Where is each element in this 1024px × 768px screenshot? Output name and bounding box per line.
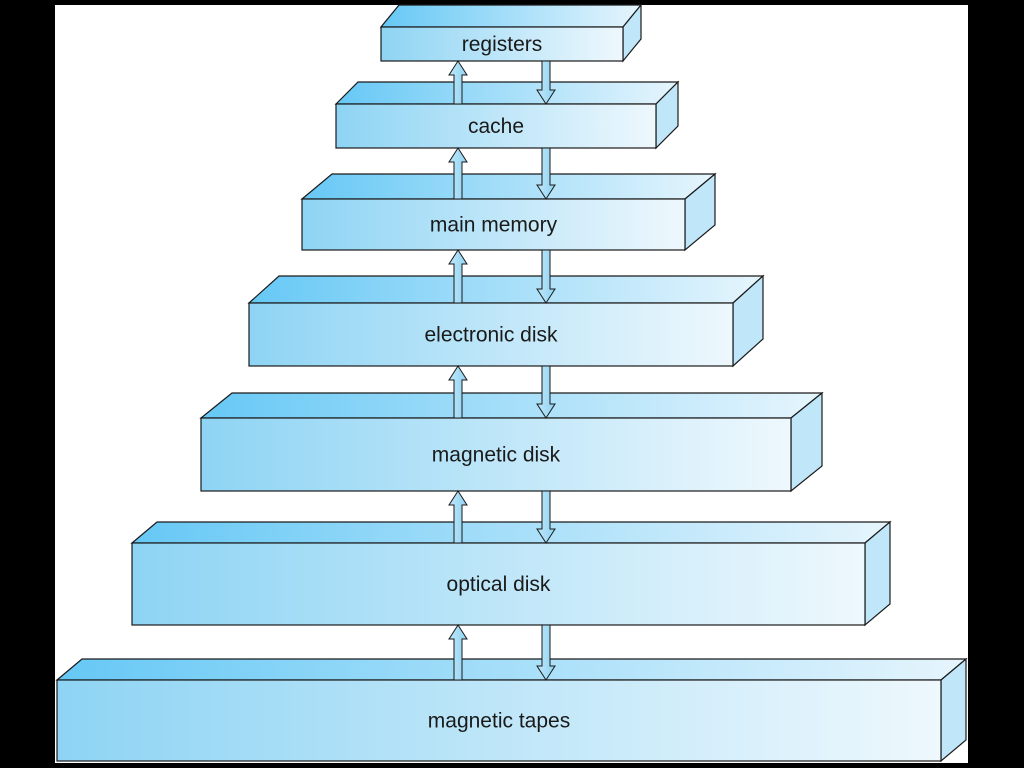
up-arrow-4 <box>448 365 468 419</box>
level-box-front <box>301 198 686 251</box>
level-box-front <box>380 26 624 62</box>
level-box-3: main memory <box>300 172 717 252</box>
level-label-1: registers <box>462 33 543 56</box>
level-box-front <box>56 679 942 762</box>
up-arrow-5 <box>448 490 468 544</box>
level-label-7: magnetic tapes <box>428 710 570 733</box>
level-box-top <box>199 392 824 419</box>
level-box-4: electronic disk <box>247 274 765 368</box>
level-label-2: cache <box>468 115 524 138</box>
up-arrow-3 <box>448 249 468 304</box>
level-box-front <box>335 103 657 149</box>
down-arrow-5 <box>536 490 556 544</box>
up-arrow-1 <box>448 60 468 105</box>
level-box-7: magnetic tapes <box>55 657 968 763</box>
level-box-top <box>379 4 643 28</box>
level-box-6: optical disk <box>130 520 892 627</box>
down-arrow-3 <box>536 249 556 304</box>
level-box-2: cache <box>334 80 680 150</box>
down-arrow-1 <box>536 60 556 105</box>
level-box-front <box>248 302 734 367</box>
down-arrow-2 <box>536 147 556 200</box>
down-arrow-6 <box>536 624 556 681</box>
level-box-top <box>247 275 765 304</box>
level-box-top <box>55 658 968 681</box>
level-box-1: registers <box>379 3 643 63</box>
level-label-6: optical disk <box>447 573 551 596</box>
level-label-4: electronic disk <box>424 324 558 347</box>
level-label-5: magnetic disk <box>432 444 561 467</box>
level-box-front <box>131 542 866 626</box>
level-box-5: magnetic disk <box>199 391 824 493</box>
level-label-3: main memory <box>430 214 558 237</box>
down-arrow-4 <box>536 365 556 419</box>
level-box-top <box>130 521 892 544</box>
level-box-front <box>200 417 792 492</box>
up-arrow-2 <box>448 147 468 200</box>
level-box-top <box>300 173 717 200</box>
up-arrow-6 <box>448 624 468 681</box>
level-box-top <box>334 81 680 105</box>
